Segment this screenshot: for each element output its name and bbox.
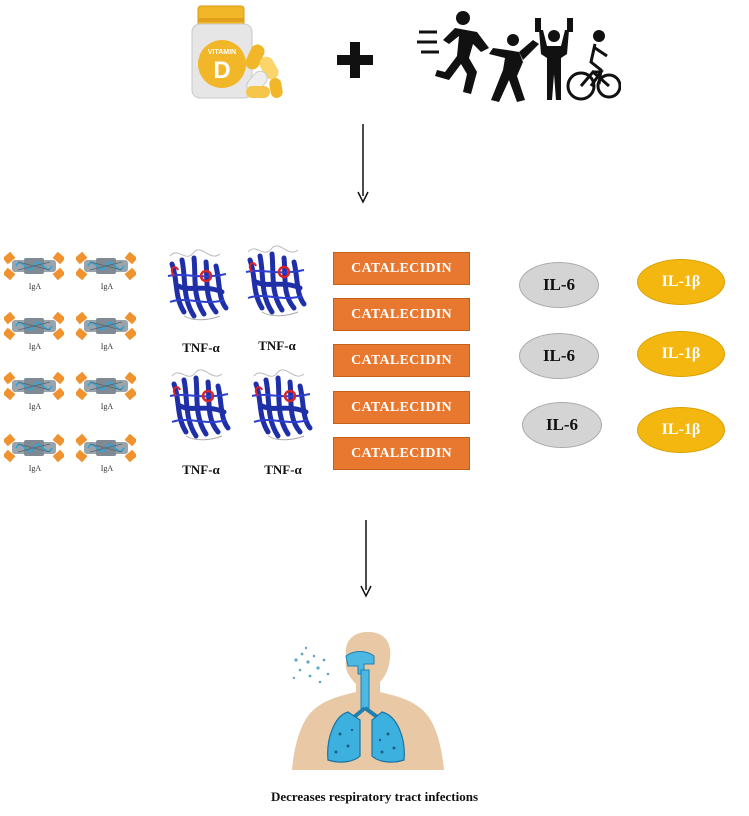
iga-molecule xyxy=(4,432,64,464)
iga-molecule xyxy=(76,250,136,282)
iga-molecule xyxy=(76,432,136,464)
tnf-alpha-grid: TNF-α TNF-α TNF-α TNF-α xyxy=(164,240,324,480)
arrow-down-1 xyxy=(356,124,370,204)
tnf-alpha-label: TNF-α xyxy=(264,462,302,477)
tnf-alpha-label: TNF-α xyxy=(258,338,296,353)
stretching-icon xyxy=(489,34,539,102)
respiratory-system-illustration xyxy=(288,630,448,770)
tnf-alpha-protein xyxy=(242,242,308,324)
iga-label: IgA xyxy=(28,282,42,291)
tnf-alpha-protein xyxy=(166,366,232,448)
catalecidin-box: CATALECIDIN xyxy=(333,391,470,424)
tnf-alpha-protein xyxy=(248,366,314,448)
vitamin-label: VITAMIN xyxy=(208,49,236,56)
il6-ellipse: IL-6 xyxy=(522,402,602,448)
iga-label: IgA xyxy=(28,342,42,351)
iga-label: IgA xyxy=(100,342,114,351)
il1b-ellipse: IL-1β xyxy=(637,331,725,377)
iga-label: IgA xyxy=(100,464,114,473)
tnf-alpha-label: TNF-α xyxy=(182,462,220,477)
iga-molecule xyxy=(76,370,136,402)
iga-molecule xyxy=(4,370,64,402)
iga-grid: IgA IgA IgA IgA IgA IgA IgA IgA xyxy=(2,246,154,486)
iga-molecule xyxy=(4,310,64,342)
iga-molecule xyxy=(4,250,64,282)
plus-icon xyxy=(335,40,375,80)
iga-label: IgA xyxy=(28,464,42,473)
weightlifting-icon xyxy=(535,18,573,100)
vitamin-d-bottle: VITAMIN D xyxy=(186,2,290,104)
iga-label: IgA xyxy=(28,402,42,411)
iga-label: IgA xyxy=(100,282,114,291)
catalecidin-box: CATALECIDIN xyxy=(333,344,470,377)
arrow-down-2 xyxy=(359,520,373,598)
il1b-ellipse: IL-1β xyxy=(637,259,725,305)
il6-ellipse: IL-6 xyxy=(519,333,599,379)
runner-icon xyxy=(417,11,489,94)
il6-ellipse: IL-6 xyxy=(519,262,599,308)
iga-molecule xyxy=(76,310,136,342)
cycling-icon xyxy=(566,30,621,101)
catalecidin-box: CATALECIDIN xyxy=(333,298,470,331)
catalecidin-box: CATALECIDIN xyxy=(333,437,470,470)
catalecidin-box: CATALECIDIN xyxy=(333,252,470,285)
tnf-alpha-label: TNF-α xyxy=(182,340,220,355)
iga-label: IgA xyxy=(100,402,114,411)
il1b-ellipse: IL-1β xyxy=(637,407,725,453)
exercise-icons xyxy=(415,10,621,104)
vitamin-letter: D xyxy=(213,57,230,84)
caption-text: Decreases respiratory tract infections xyxy=(270,789,479,804)
tnf-alpha-protein xyxy=(164,246,230,328)
